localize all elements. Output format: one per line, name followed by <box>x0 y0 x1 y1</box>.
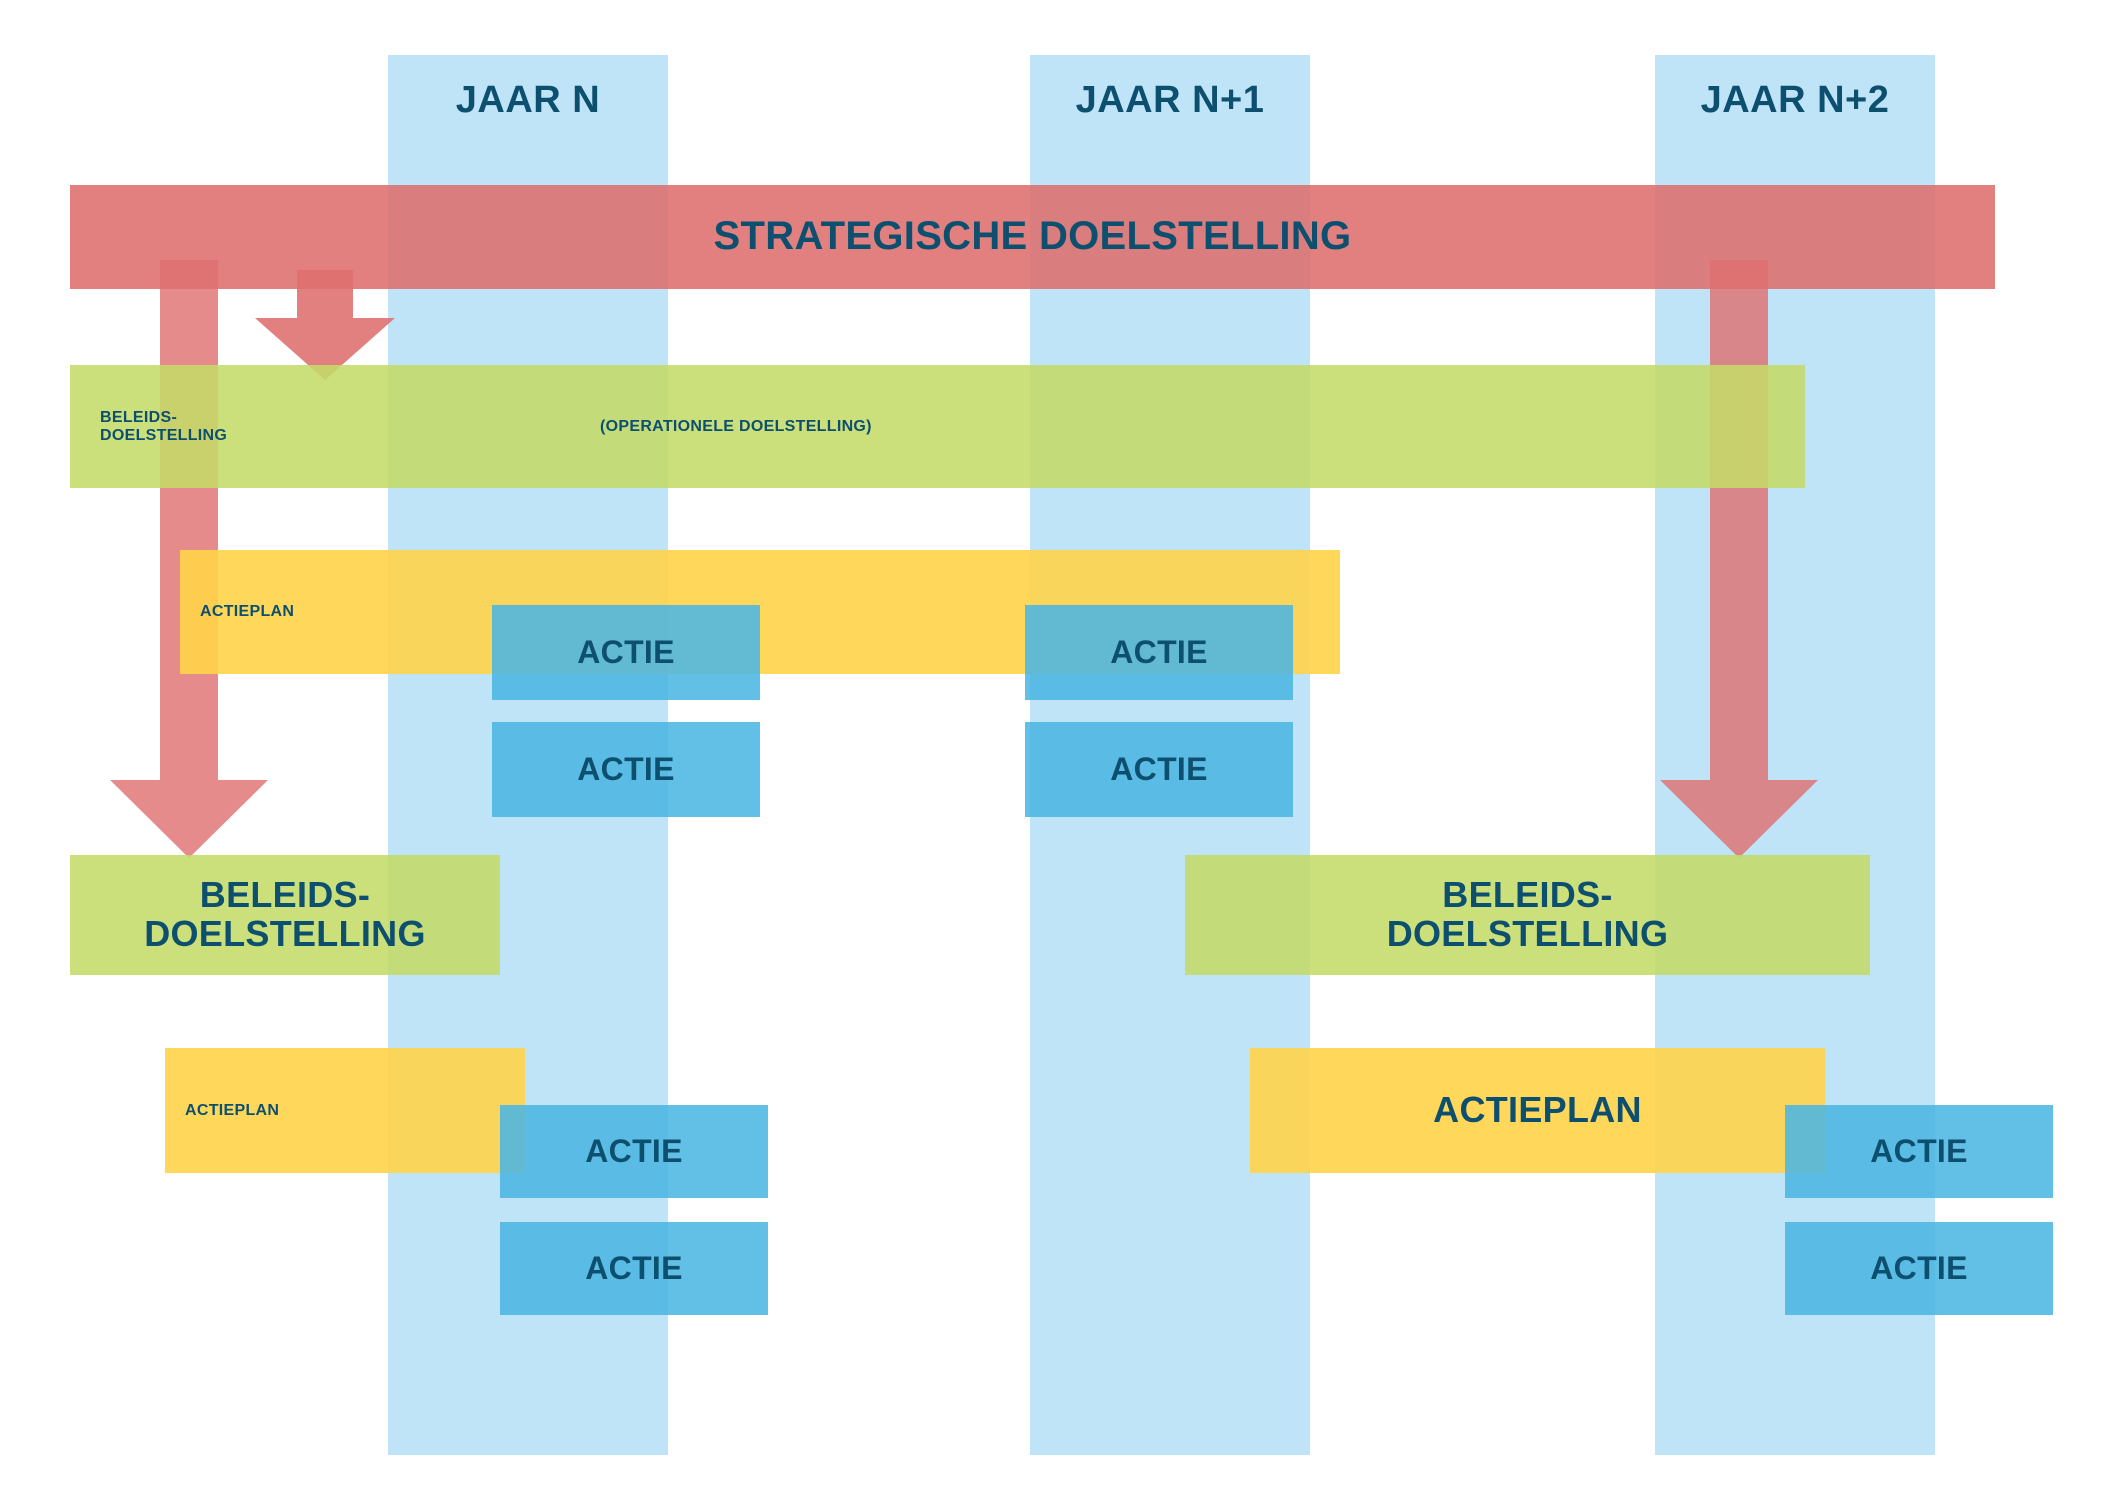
action-box-1[interactable]: ACTIE <box>492 605 760 700</box>
action-box-8[interactable]: ACTIE <box>1785 1222 2053 1315</box>
action-box-6[interactable]: ACTIE <box>1785 1105 2053 1198</box>
operational-objective-label-wrap: (OPERATIONELE DOELSTELLING) <box>600 365 1700 488</box>
policy-objective-label-3: BELEIDS- DOELSTELLING <box>1386 874 1669 954</box>
action-label-6: ACTIE <box>1870 1133 1968 1170</box>
action-plan-label-1-wrap: ACTIEPLAN <box>200 550 500 674</box>
action-plan-label-2: ACTIEPLAN <box>185 1101 280 1119</box>
action-label-1: ACTIE <box>577 634 675 671</box>
action-box-3[interactable]: ACTIE <box>492 722 760 817</box>
action-plan-label-1: ACTIEPLAN <box>200 603 295 621</box>
strategic-objective-label: STRATEGISCHE DOELSTELLING <box>713 214 1352 259</box>
policy-objective-bar-2[interactable]: BELEIDS- DOELSTELLING <box>70 855 500 975</box>
strategic-objective-bar[interactable]: STRATEGISCHE DOELSTELLING <box>70 185 1995 289</box>
long-arrow-right-to-third-policy-objective <box>1660 260 1840 860</box>
policy-objective-bar-3[interactable]: BELEIDS- DOELSTELLING <box>1185 855 1870 975</box>
action-box-4[interactable]: ACTIE <box>1025 722 1293 817</box>
action-box-7[interactable]: ACTIE <box>500 1222 768 1315</box>
policy-objective-label-1-wrap: BELEIDS- DOELSTELLING <box>100 365 420 488</box>
action-label-4: ACTIE <box>1110 751 1208 788</box>
action-plan-bar-2[interactable] <box>165 1048 525 1173</box>
action-box-5[interactable]: ACTIE <box>500 1105 768 1198</box>
operational-objective-label: (OPERATIONELE DOELSTELLING) <box>600 417 872 435</box>
action-box-2[interactable]: ACTIE <box>1025 605 1293 700</box>
action-label-3: ACTIE <box>577 751 675 788</box>
policy-objective-label-2: BELEIDS- DOELSTELLING <box>144 874 426 954</box>
action-plan-label-2-wrap: ACTIEPLAN <box>185 1048 485 1173</box>
action-label-7: ACTIE <box>585 1250 683 1287</box>
year-label-jaar-n: JAAR N <box>455 78 601 121</box>
action-plan-label-3: ACTIEPLAN <box>1433 1089 1642 1131</box>
action-label-5: ACTIE <box>585 1133 683 1170</box>
policy-objective-label-1: BELEIDS- DOELSTELLING <box>100 409 228 444</box>
policy-objective-bar-1[interactable] <box>70 365 1805 488</box>
action-label-2: ACTIE <box>1110 634 1208 671</box>
year-label-jaar-n1: JAAR N+1 <box>1075 78 1265 121</box>
year-label-jaar-n2: JAAR N+2 <box>1700 78 1890 121</box>
action-plan-bar-3[interactable]: ACTIEPLAN <box>1250 1048 1825 1173</box>
action-label-8: ACTIE <box>1870 1250 1968 1287</box>
short-arrow-to-first-policy-objective <box>255 270 395 380</box>
